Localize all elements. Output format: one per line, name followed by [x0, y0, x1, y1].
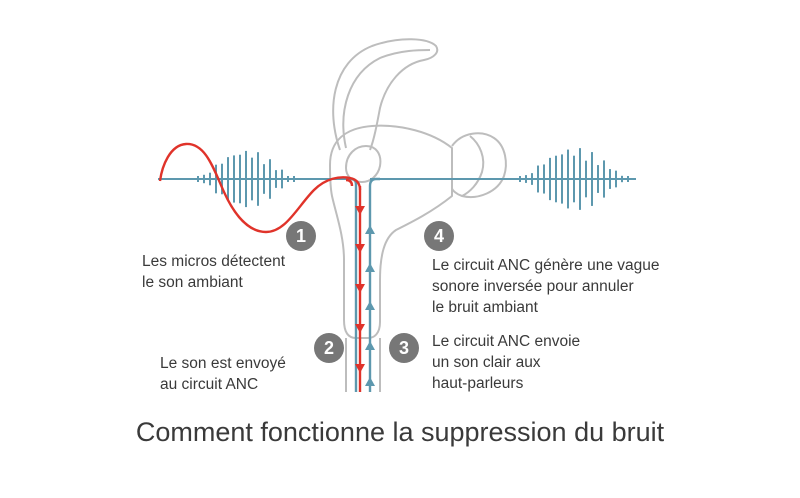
step-1-badge: 1	[286, 221, 316, 251]
step-1-line-1: Les micros détectent	[142, 253, 286, 270]
up-arrow-icon	[365, 301, 375, 310]
step-1-text: Les micros détectent le son ambiant	[142, 251, 285, 293]
step-4-line-1: Le circuit ANC génère une vague	[432, 257, 660, 274]
up-arrow-icon	[365, 341, 375, 350]
up-arrow-icon	[365, 263, 375, 272]
step-4-badge: 4	[424, 221, 454, 251]
up-arrow-icon	[365, 377, 375, 386]
sound-wave-icon	[519, 148, 629, 210]
sound-wave-icon	[197, 150, 295, 208]
down-arrow-icon	[355, 284, 365, 293]
down-arrows	[355, 206, 365, 373]
up-arrow-icon	[365, 225, 375, 234]
speaker-wire	[368, 177, 380, 392]
step-3-badge: 3	[389, 333, 419, 363]
step-4-line-2: sonore inversée pour annuler	[432, 278, 634, 295]
step-4-text: Le circuit ANC génère une vague sonore i…	[432, 255, 659, 318]
step-2-badge: 2	[314, 333, 344, 363]
anti-noise-wave-icon	[158, 142, 362, 234]
mic-wire	[346, 177, 358, 392]
step-3-text: Le circuit ANC envoie un son clair aux h…	[432, 331, 580, 394]
diagram-caption: Comment fonctionne la suppression du bru…	[135, 417, 665, 447]
down-arrow-icon	[355, 324, 365, 333]
step-3-line-3: haut-parleurs	[432, 375, 524, 392]
step-2-text: Le son est envoyé au circuit ANC	[160, 353, 286, 395]
down-arrow-icon	[355, 364, 365, 373]
earbud-icon	[329, 38, 507, 392]
up-arrows	[365, 225, 375, 386]
step-1-line-2: le son ambiant	[142, 274, 243, 291]
step-3-line-1: Le circuit ANC envoie	[432, 333, 581, 350]
step-3-line-2: un son clair aux	[432, 354, 541, 371]
step-2-line-2: au circuit ANC	[160, 376, 259, 393]
step-4-line-3: le bruit ambiant	[432, 299, 538, 316]
step-2-line-1: Le son est envoyé	[160, 355, 286, 372]
down-arrow-icon	[355, 244, 365, 253]
down-arrow-icon	[355, 206, 365, 215]
